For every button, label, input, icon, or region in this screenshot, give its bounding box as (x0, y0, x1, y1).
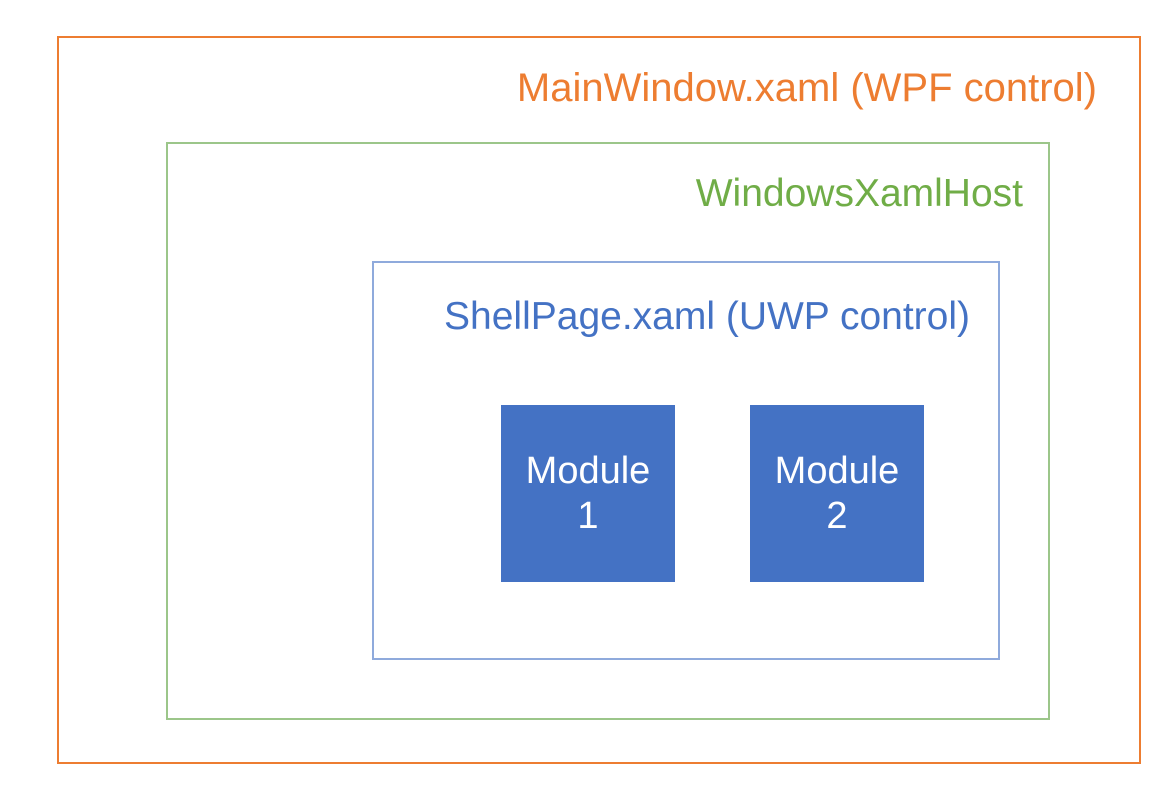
layer-label-wpf: MainWindow.xaml (WPF control) (516, 66, 1097, 110)
layer-box-windows-xaml-host (166, 142, 1050, 720)
layer-box-wpf (57, 36, 1141, 764)
module-tile-1-index: 1 (577, 494, 599, 537)
module-tile-1: Module 1 (501, 405, 675, 582)
module-tile-2: Module 2 (750, 405, 924, 582)
module-tile-2-index: 2 (826, 494, 848, 537)
layer-label-windows-xaml-host: WindowsXamlHost (695, 172, 1023, 215)
module-tile-2-name: Module (774, 449, 900, 492)
layer-box-uwp (372, 261, 1000, 660)
layer-label-uwp: ShellPage.xaml (UWP control) (444, 295, 970, 338)
module-tile-1-name: Module (525, 449, 651, 492)
